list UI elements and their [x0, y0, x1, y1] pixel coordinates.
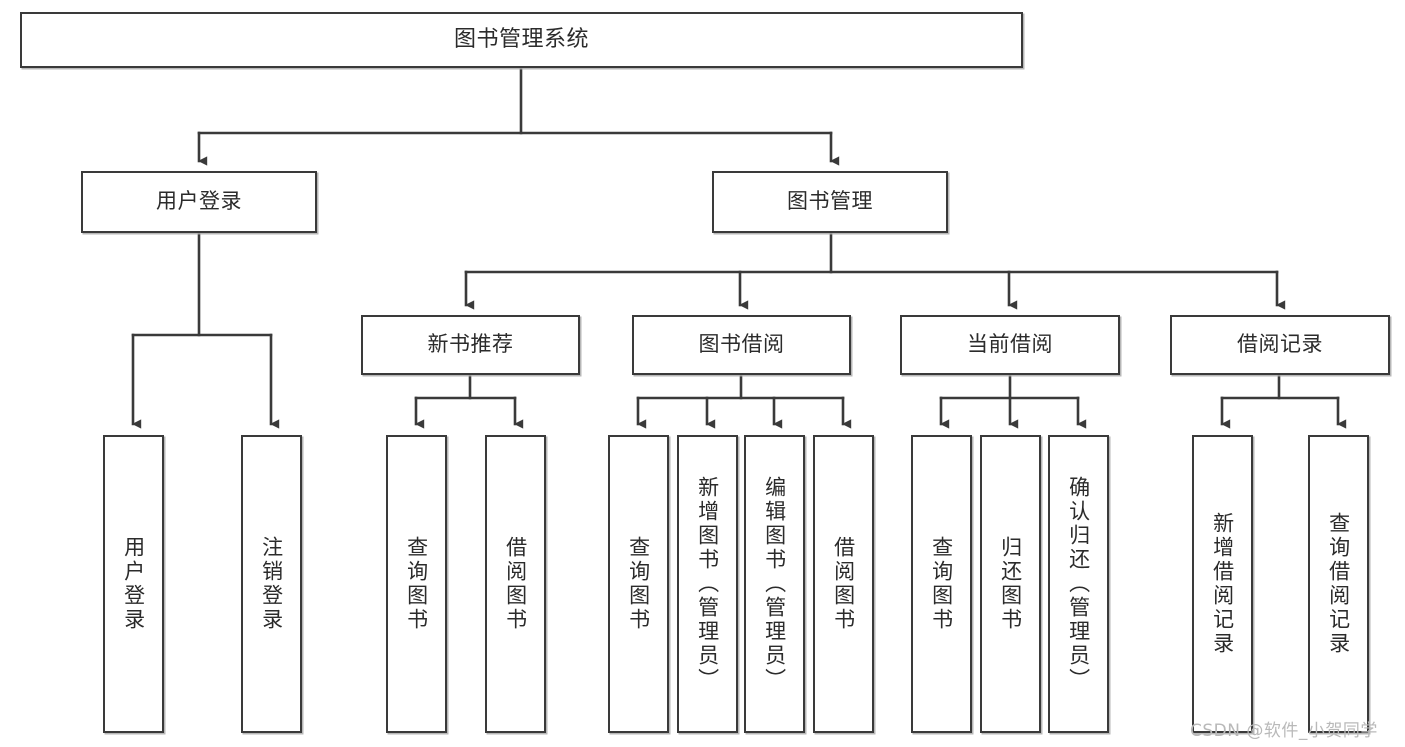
- leaf-query-borrow-record[interactable]: 查询借阅记录: [1308, 435, 1369, 733]
- node-label: 查询图书: [929, 536, 954, 632]
- leaf-query-book-current[interactable]: 查询图书: [911, 435, 972, 733]
- leaf-query-book-borrow[interactable]: 查询图书: [608, 435, 669, 733]
- node-label: 查询图书: [626, 536, 651, 632]
- node-label: 图书管理: [787, 189, 873, 214]
- node-label: 注销登录: [259, 536, 284, 632]
- node-label: 图书管理系统: [453, 26, 589, 52]
- leaf-logout[interactable]: 注销登录: [241, 435, 302, 733]
- node-label: 用户登录: [121, 536, 146, 632]
- leaf-confirm-return-admin[interactable]: 确认归还（管理员）: [1048, 435, 1109, 733]
- leaf-query-book-recommend[interactable]: 查询图书: [386, 435, 447, 733]
- node-borrow-record[interactable]: 借阅记录: [1170, 315, 1390, 375]
- node-new-book-recommend[interactable]: 新书推荐: [361, 315, 580, 375]
- leaf-return-book[interactable]: 归还图书: [980, 435, 1041, 733]
- node-label: 用户登录: [156, 189, 242, 214]
- watermark-text: CSDN @软件_小贺同学: [1190, 721, 1378, 741]
- leaf-borrow-book[interactable]: 借阅图书: [813, 435, 874, 733]
- node-label: 编辑图书（管理员）: [762, 476, 787, 692]
- node-label: 借阅图书: [503, 536, 528, 632]
- node-label: 借阅记录: [1237, 332, 1323, 357]
- node-book-management[interactable]: 图书管理: [712, 171, 948, 233]
- node-label: 确认归还（管理员）: [1066, 476, 1091, 692]
- node-label: 借阅图书: [831, 536, 856, 632]
- node-book-borrow[interactable]: 图书借阅: [632, 315, 851, 375]
- leaf-borrow-book-recommend[interactable]: 借阅图书: [485, 435, 546, 733]
- node-label: 查询图书: [404, 536, 429, 632]
- leaf-add-book-admin[interactable]: 新增图书（管理员）: [677, 435, 738, 733]
- node-user-login[interactable]: 用户登录: [81, 171, 317, 233]
- leaf-add-borrow-record[interactable]: 新增借阅记录: [1192, 435, 1253, 733]
- node-label: 当前借阅: [967, 332, 1053, 357]
- leaf-user-login[interactable]: 用户登录: [103, 435, 164, 733]
- node-label: 新增图书（管理员）: [695, 476, 720, 692]
- node-label: 图书借阅: [698, 332, 785, 357]
- node-label: 新增借阅记录: [1210, 512, 1235, 656]
- node-current-borrow[interactable]: 当前借阅: [900, 315, 1120, 375]
- leaf-edit-book-admin[interactable]: 编辑图书（管理员）: [744, 435, 805, 733]
- node-label: 查询借阅记录: [1326, 512, 1351, 656]
- node-root-book-management-system[interactable]: 图书管理系统: [20, 12, 1023, 68]
- node-label: 新书推荐: [427, 332, 514, 357]
- node-label: 归还图书: [998, 536, 1023, 632]
